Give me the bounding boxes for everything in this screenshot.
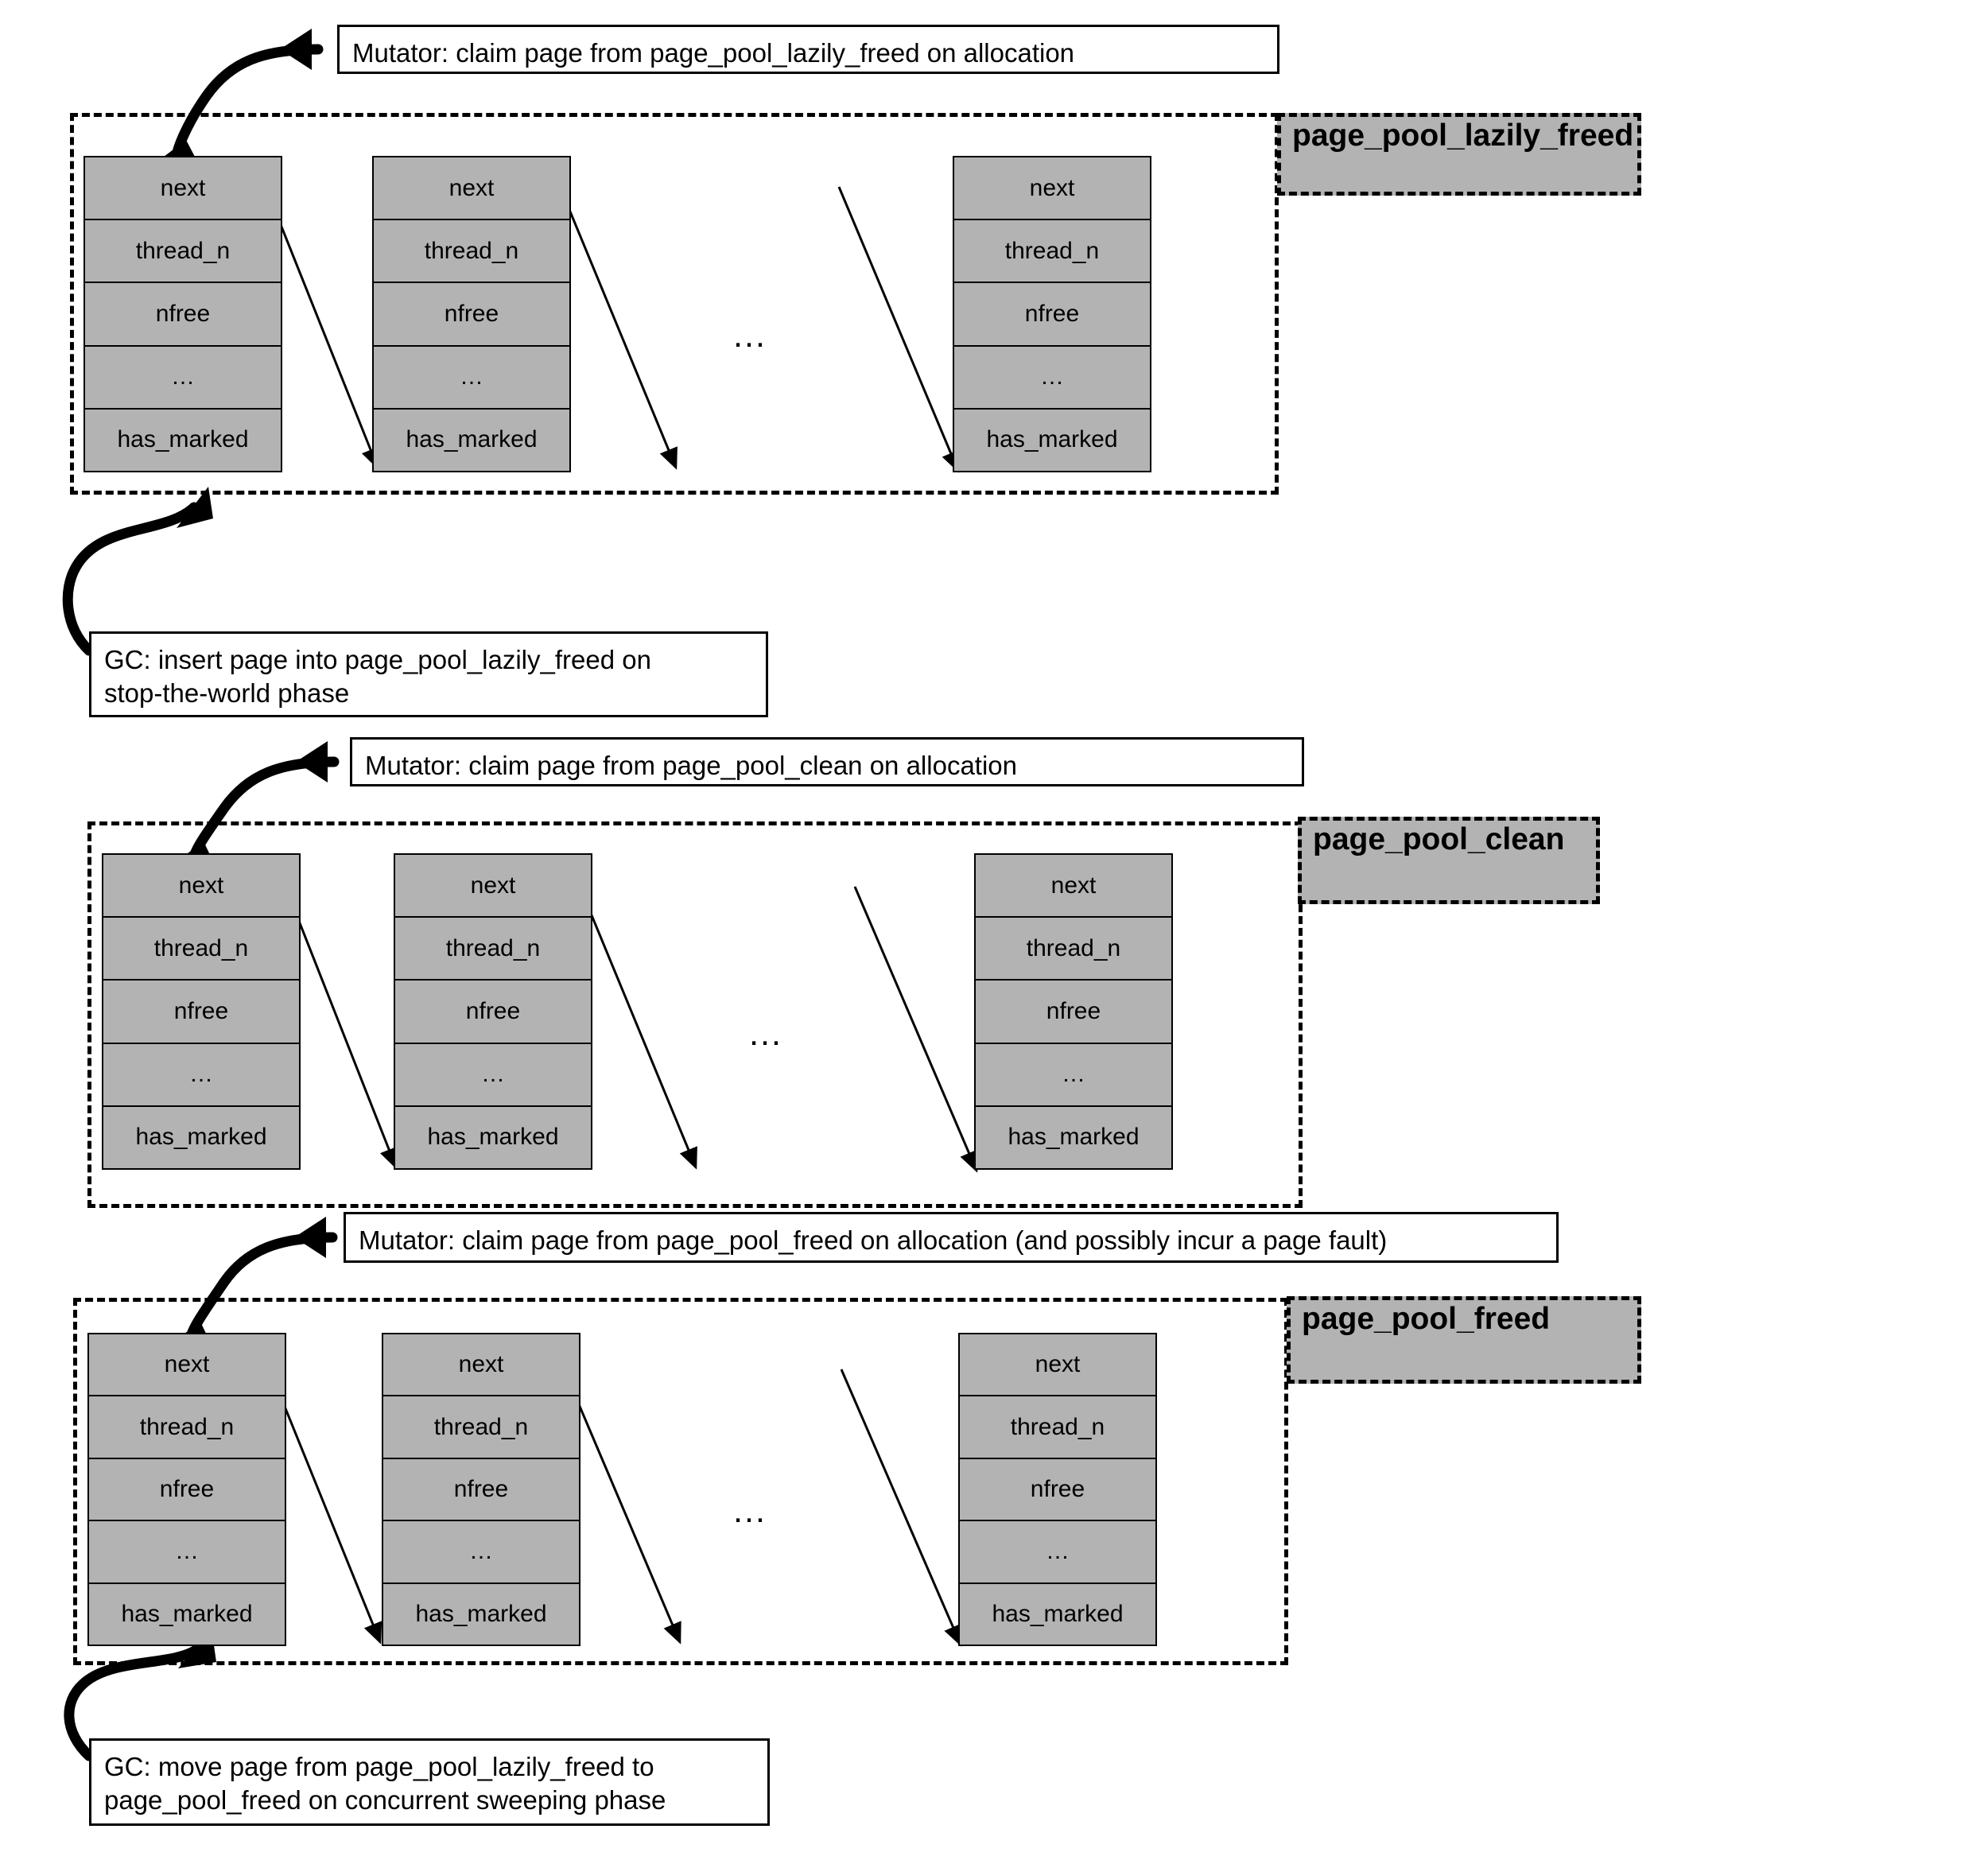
gc-insert-arrow bbox=[62, 502, 200, 656]
page-field-next: next bbox=[960, 1334, 1155, 1397]
mutator-arrowhead-section-2 bbox=[296, 741, 328, 782]
page-field-ellipsis: … bbox=[383, 1521, 579, 1584]
page-field-has-marked: has_marked bbox=[135, 1124, 267, 1151]
blocks-ellipsis: … bbox=[747, 1014, 786, 1053]
page-field-has-marked: has_marked bbox=[986, 426, 1118, 453]
page-field-ellipsis: … bbox=[954, 347, 1150, 410]
callout-line: stop-the-world phase bbox=[104, 678, 350, 709]
callout-line: Mutator: claim page from page_pool_freed… bbox=[359, 1225, 1388, 1255]
page-field-has-marked: has_marked bbox=[1008, 1124, 1140, 1151]
page-block: next thread_n nfree … has_marked bbox=[953, 156, 1151, 472]
page-field-nfree: nfree bbox=[103, 981, 299, 1044]
page-field-next: next bbox=[89, 1334, 285, 1397]
page-field-next: next bbox=[103, 855, 299, 918]
callout-mutator-clean: Mutator: claim page from page_pool_clean… bbox=[350, 737, 1304, 786]
page-field-thread-n: thread_n bbox=[89, 1396, 285, 1459]
page-field-ellipsis: … bbox=[395, 1044, 591, 1107]
page-field-has-marked: has_marked bbox=[992, 1600, 1124, 1627]
page-field-thread-n: thread_n bbox=[374, 220, 569, 284]
page-field-next: next bbox=[374, 157, 569, 221]
page-field-next: next bbox=[954, 157, 1150, 221]
pool-container-lazily-freed bbox=[70, 113, 1279, 495]
page-field-next: next bbox=[383, 1334, 579, 1397]
page-field-thread-n: thread_n bbox=[976, 918, 1171, 981]
callout-line: GC: move page from page_pool_lazily_free… bbox=[104, 1752, 654, 1781]
page-block: next thread_n nfree … has_marked bbox=[372, 156, 571, 472]
page-field-ellipsis: … bbox=[960, 1521, 1155, 1584]
pool-label-text: page_pool_lazily_freed bbox=[1292, 118, 1634, 153]
page-field-nfree: nfree bbox=[395, 981, 591, 1044]
pool-label-text: page_pool_freed bbox=[1302, 1302, 1551, 1336]
page-field-nfree: nfree bbox=[960, 1459, 1155, 1522]
page-field-nfree: nfree bbox=[85, 283, 281, 347]
callout-line: page_pool_freed on concurrent sweeping p… bbox=[104, 1785, 666, 1815]
page-field-has-marked: has_marked bbox=[117, 426, 249, 453]
callout-line: Mutator: claim page from page_pool_clean… bbox=[365, 751, 1018, 780]
callout-line: Mutator: claim page from page_pool_lazil… bbox=[352, 38, 1075, 68]
pool-container-freed bbox=[73, 1298, 1288, 1665]
page-field-thread-n: thread_n bbox=[960, 1396, 1155, 1459]
page-block: next thread_n nfree … has_marked bbox=[87, 1333, 286, 1646]
callout-mutator-lazily-freed: Mutator: claim page from page_pool_lazil… bbox=[337, 25, 1279, 74]
mutator-arrowhead-section-3 bbox=[294, 1217, 326, 1258]
page-field-ellipsis: … bbox=[976, 1044, 1171, 1107]
page-field-has-marked: has_marked bbox=[121, 1600, 253, 1627]
page-field-has-marked: has_marked bbox=[427, 1124, 559, 1151]
page-field-ellipsis: … bbox=[85, 347, 281, 410]
page-block: next thread_n nfree … has_marked bbox=[974, 853, 1173, 1170]
page-field-thread-n: thread_n bbox=[85, 220, 281, 284]
page-field-next: next bbox=[85, 157, 281, 221]
callout-gc-insert: GC: insert page into page_pool_lazily_fr… bbox=[89, 631, 768, 717]
page-block: next thread_n nfree … has_marked bbox=[83, 156, 282, 472]
page-block: next thread_n nfree … has_marked bbox=[958, 1333, 1157, 1646]
page-field-thread-n: thread_n bbox=[103, 918, 299, 981]
page-field-next: next bbox=[976, 855, 1171, 918]
page-field-thread-n: thread_n bbox=[383, 1396, 579, 1459]
page-field-nfree: nfree bbox=[954, 283, 1150, 347]
callout-gc-move: GC: move page from page_pool_lazily_free… bbox=[89, 1738, 770, 1826]
callout-line: GC: insert page into page_pool_lazily_fr… bbox=[104, 645, 651, 674]
page-field-nfree: nfree bbox=[89, 1459, 285, 1522]
page-field-has-marked: has_marked bbox=[406, 426, 538, 453]
page-field-ellipsis: … bbox=[89, 1521, 285, 1584]
mutator-arrowhead-section-1 bbox=[280, 29, 312, 70]
page-field-next: next bbox=[395, 855, 591, 918]
page-field-nfree: nfree bbox=[976, 981, 1171, 1044]
pool-label-freed: page_pool_freed bbox=[1287, 1296, 1641, 1384]
callout-mutator-freed: Mutator: claim page from page_pool_freed… bbox=[344, 1212, 1559, 1263]
page-field-thread-n: thread_n bbox=[954, 220, 1150, 284]
page-field-ellipsis: … bbox=[374, 347, 569, 410]
page-field-has-marked: has_marked bbox=[415, 1600, 547, 1627]
page-block: next thread_n nfree … has_marked bbox=[394, 853, 592, 1170]
pool-label-lazily-freed: page_pool_lazily_freed bbox=[1277, 113, 1641, 196]
page-field-nfree: nfree bbox=[383, 1459, 579, 1522]
page-field-nfree: nfree bbox=[374, 283, 569, 347]
blocks-ellipsis: … bbox=[732, 1491, 771, 1530]
pool-label-text: page_pool_clean bbox=[1313, 822, 1565, 856]
page-field-thread-n: thread_n bbox=[395, 918, 591, 981]
page-field-ellipsis: … bbox=[103, 1044, 299, 1107]
page-block: next thread_n nfree … has_marked bbox=[102, 853, 301, 1170]
blocks-ellipsis: … bbox=[732, 316, 771, 355]
page-block: next thread_n nfree … has_marked bbox=[382, 1333, 580, 1646]
pool-label-clean: page_pool_clean bbox=[1298, 817, 1600, 904]
pool-container-clean bbox=[87, 821, 1303, 1208]
